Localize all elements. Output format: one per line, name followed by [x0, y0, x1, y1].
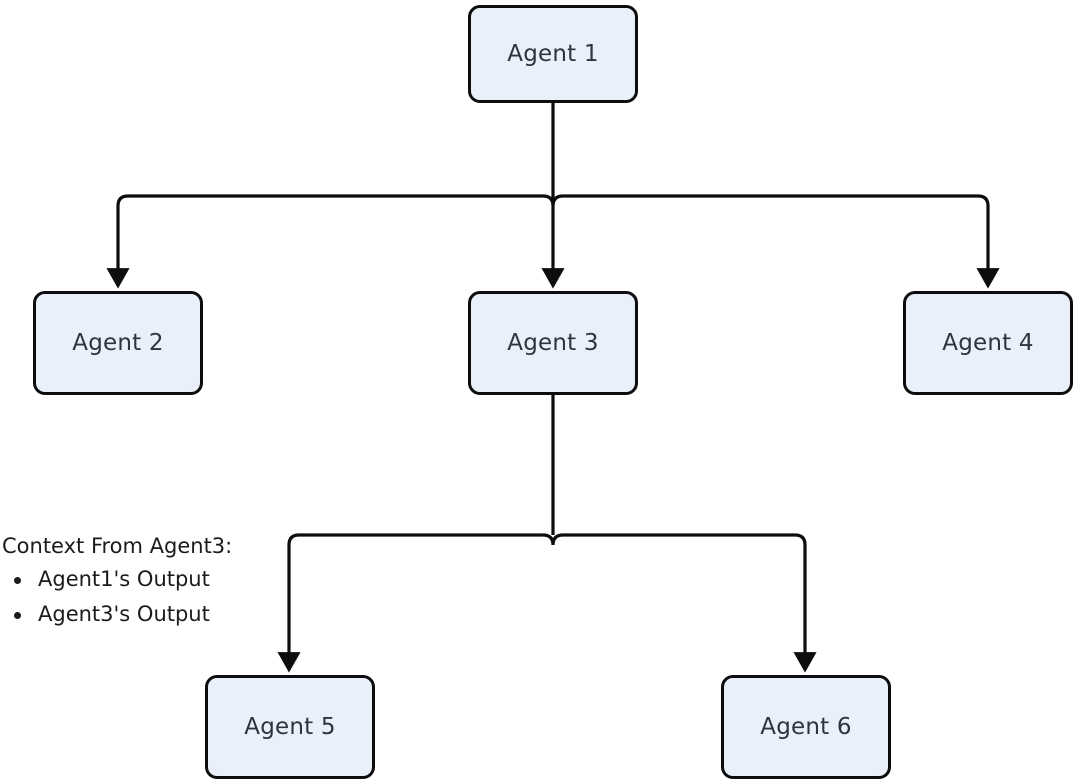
node-agent3-label: Agent 3	[507, 329, 599, 356]
context-annotation-title: Context From Agent3:	[2, 534, 233, 558]
node-agent2-label: Agent 2	[72, 329, 164, 356]
edge-bus-top	[116, 194, 990, 207]
node-agent6[interactable]: Agent 6	[721, 675, 891, 779]
node-agent4-label: Agent 4	[942, 329, 1034, 356]
node-agent5[interactable]: Agent 5	[205, 675, 375, 779]
context-annotation-item: Agent3's Output	[0, 597, 232, 632]
node-agent3[interactable]: Agent 3	[468, 291, 638, 395]
bullet-icon	[14, 612, 21, 620]
node-agent2[interactable]: Agent 2	[33, 291, 203, 395]
node-agent1[interactable]: Agent 1	[468, 5, 638, 103]
node-agent6-label: Agent 6	[760, 713, 852, 740]
context-annotation-item-label: Agent1's Output	[38, 567, 210, 592]
node-agent5-label: Agent 5	[244, 713, 336, 740]
bullet-icon	[14, 576, 21, 584]
node-agent4[interactable]: Agent 4	[903, 291, 1073, 395]
node-agent1-label: Agent 1	[507, 40, 599, 67]
context-annotation-list: Agent1's Output Agent3's Output	[0, 562, 232, 633]
edge-bus-bottom	[287, 533, 807, 546]
context-annotation-item-label: Agent3's Output	[38, 602, 210, 627]
context-annotation-item: Agent1's Output	[0, 562, 232, 597]
context-annotation: Context From Agent3: Agent1's Output Age…	[0, 534, 232, 633]
